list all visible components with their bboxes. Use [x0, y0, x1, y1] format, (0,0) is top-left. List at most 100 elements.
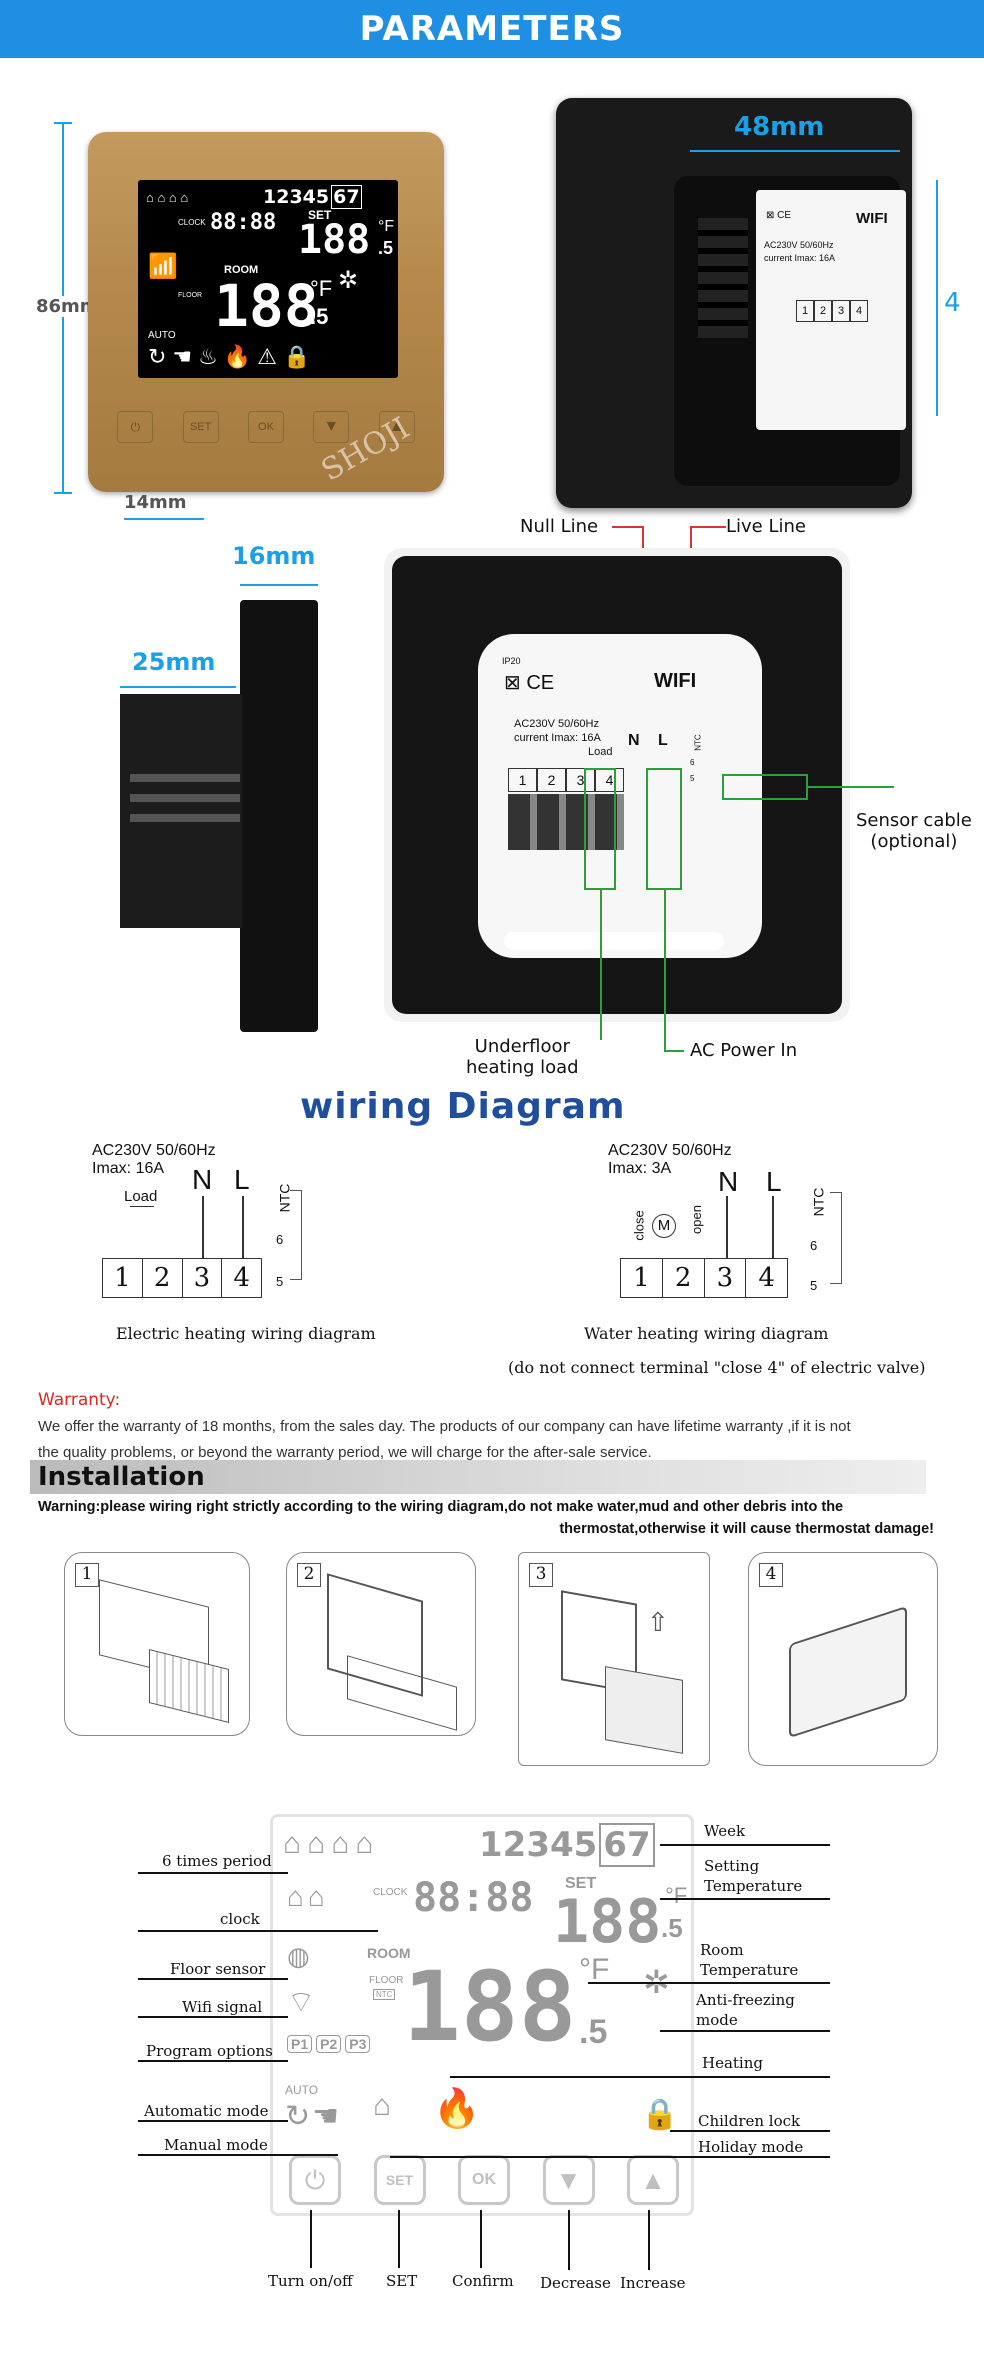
- step-1-number: 1: [75, 1563, 99, 1587]
- step-3-panel: [605, 1666, 683, 1754]
- set-temperature: 188: [298, 217, 371, 263]
- side16-line: [240, 584, 318, 586]
- water-terminal-2: 2: [663, 1259, 705, 1297]
- back-wifi-label: WIFI: [856, 210, 888, 227]
- electric-ntc-bracket: [290, 1190, 302, 1280]
- wifi-icon: 📶: [148, 253, 178, 280]
- electric-n: N: [192, 1164, 213, 1195]
- label-wifi-signal: Wifi signal: [182, 1998, 263, 2016]
- label-clock: clock: [220, 1910, 260, 1928]
- line-holiday: [390, 2156, 830, 2158]
- dimension-25mm: 25mm: [132, 648, 216, 676]
- room-line-1: Room: [700, 1941, 744, 1959]
- legend-set-button[interactable]: SET: [373, 2155, 426, 2205]
- live-line-lead-h: [690, 526, 726, 528]
- ac-power-lead-h: [664, 1050, 684, 1052]
- electric-n-wire: [202, 1196, 204, 1258]
- set-unit: °F: [378, 218, 395, 235]
- dimension-48mm: 48mm: [734, 112, 825, 142]
- label-heating: Heating: [702, 2054, 763, 2072]
- legend-power-button[interactable]: ⏻: [289, 2155, 341, 2205]
- legend-up-button[interactable]: ▲: [627, 2155, 679, 2205]
- wiring-terminal-2: 2: [537, 768, 566, 792]
- power-button[interactable]: ⏻: [117, 411, 154, 443]
- legend-auto-manual-icons: ↻☚: [285, 2100, 342, 2133]
- sensor-lead: [808, 786, 894, 788]
- electric-pin5: 5: [276, 1274, 284, 1289]
- water-terminals: 1 2 3 4: [620, 1258, 788, 1298]
- side-slot-3: [130, 814, 240, 822]
- line-children: [670, 2130, 830, 2132]
- legend-lock-icon: 🔒: [641, 2098, 679, 2131]
- label-six-times: 6 times period: [162, 1852, 272, 1870]
- electric-rating: AC230V 50/60Hz: [92, 1142, 216, 1159]
- dimension-16mm: 16mm: [232, 542, 316, 570]
- null-line-callout: Null Line: [520, 516, 599, 537]
- up-button[interactable]: ▲: [378, 411, 415, 443]
- program-p3: P3: [345, 2035, 371, 2053]
- underfloor-bracket: [584, 768, 616, 890]
- live-line-callout: Live Line: [726, 516, 806, 537]
- room-temperature: 188: [214, 272, 319, 340]
- water-note: (do not connect terminal "close 4" of el…: [508, 1358, 926, 1377]
- legend-period-icons: ⌂⌂⌂⌂: [283, 1827, 380, 1860]
- wiring-rating: AC230V 50/60Hz: [514, 718, 599, 730]
- label-automatic-mode: Automatic mode: [144, 2102, 269, 2120]
- ac-power-lead: [664, 890, 666, 1050]
- water-n: N: [718, 1166, 739, 1197]
- water-close: close: [631, 1210, 647, 1241]
- wiring-wifi-label: WIFI: [654, 670, 697, 692]
- side-body: [120, 694, 242, 928]
- sensor-cable-callout: Sensor cable (optional): [856, 810, 972, 852]
- legend-floor-label: FLOOR: [369, 1975, 404, 1986]
- installation-bar: [30, 1460, 926, 1494]
- water-pin5: 5: [810, 1278, 818, 1293]
- program-p2: P2: [316, 2035, 342, 2053]
- legend-ok-button[interactable]: OK: [458, 2155, 510, 2205]
- wiring-n: N: [628, 732, 640, 749]
- legend-heating-icon: 🔥: [433, 2088, 481, 2130]
- water-open: open: [688, 1205, 704, 1234]
- warranty-line-1: We offer the warranty of 18 months, from…: [38, 1418, 851, 1435]
- electric-l-wire: [242, 1196, 244, 1258]
- wiring-pin-5: 5: [690, 774, 695, 783]
- vent-slots: [698, 218, 748, 338]
- wiring-pin-6: 6: [690, 758, 695, 767]
- week-digits-text: 12345: [263, 186, 330, 208]
- dim-tick-bottom: [54, 492, 72, 494]
- water-l-wire: [772, 1196, 774, 1258]
- ip-rating: IP20: [502, 656, 521, 666]
- underfloor-text: Underfloor: [474, 1036, 570, 1057]
- installation-title: Installation: [38, 1462, 205, 1492]
- electric-terminal-2: 2: [143, 1259, 183, 1297]
- sensor-bracket: [722, 774, 808, 800]
- set-button[interactable]: SET: [182, 411, 219, 443]
- legend-set-dec: .5: [661, 1913, 683, 1943]
- floor-label: FLOOR: [178, 292, 203, 299]
- line-floor-sensor: [138, 1978, 288, 1980]
- step-4-art: [789, 1605, 907, 1739]
- down-button[interactable]: ▼: [313, 411, 350, 443]
- dimension-back-height: 4: [944, 288, 961, 318]
- water-caption: Water heating wiring diagram: [584, 1324, 829, 1343]
- front-button-row: ⏻ SET OK ▼ ▲: [88, 402, 444, 452]
- label-floor-sensor: Floor sensor: [170, 1960, 266, 1978]
- step-2-number: 2: [297, 1563, 321, 1587]
- line-set: [398, 2210, 400, 2268]
- water-rating: AC230V 50/60Hz: [608, 1142, 732, 1159]
- heating-load-text: heating load: [466, 1057, 579, 1078]
- thermostat-back: ⊠ CE WIFI AC230V 50/60Hz current Imax: 1…: [556, 98, 912, 508]
- legend-room-label: ROOM: [367, 1945, 411, 1961]
- back-label: ⊠ CE WIFI AC230V 50/60Hz current Imax: 1…: [756, 190, 906, 430]
- bottom-slot: [504, 932, 724, 950]
- legend-floor-icon: ◍: [287, 1941, 310, 1971]
- legend-auto-label: AUTO: [285, 2083, 319, 2097]
- legend-down-button[interactable]: ▼: [542, 2155, 595, 2205]
- sensor-optional-text: (optional): [870, 831, 958, 852]
- electric-terminal-3: 3: [183, 1259, 223, 1297]
- ok-button[interactable]: OK: [247, 411, 284, 443]
